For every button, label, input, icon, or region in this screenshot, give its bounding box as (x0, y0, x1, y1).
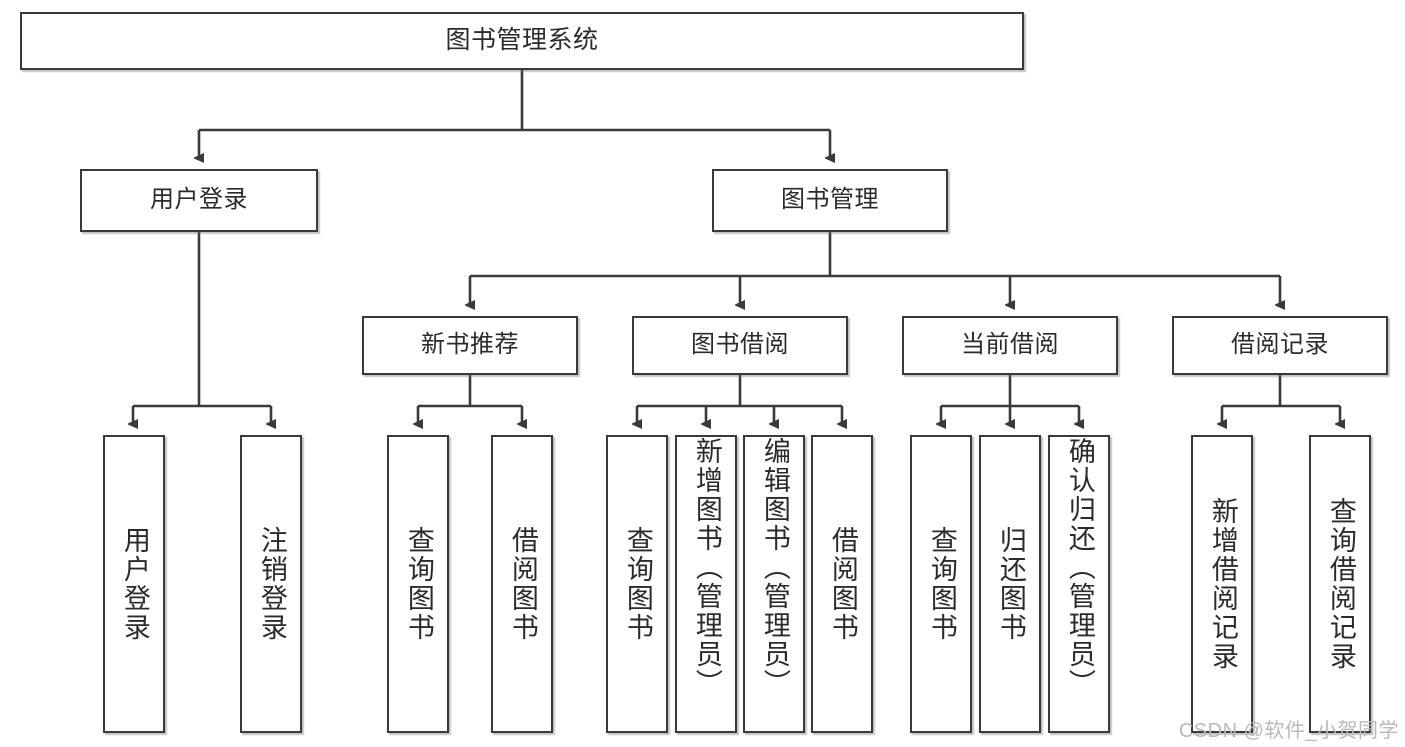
leaf-query-books-borrow[interactable]: 查询图书 (606, 435, 668, 733)
node-new-book-recommendation[interactable]: 新书推荐 (362, 316, 578, 375)
leaf-return-books[interactable]: 归还图书 (979, 435, 1041, 733)
node-book-borrowing[interactable]: 图书借阅 (632, 316, 848, 375)
node-label: 用户登录 (150, 186, 248, 214)
leaf-add-borrow-record[interactable]: 新增借阅记录 (1191, 435, 1253, 733)
node-label: 查询图书 (403, 526, 434, 642)
node-label: 新增图书（管理员） (691, 437, 722, 698)
node-label: 图书管理系统 (445, 26, 599, 55)
node-label: 借阅图书 (827, 526, 858, 642)
node-label: 当前借阅 (961, 331, 1059, 359)
leaf-query-books-new[interactable]: 查询图书 (387, 435, 449, 733)
node-label: 图书借阅 (691, 331, 789, 359)
node-root-book-management-system[interactable]: 图书管理系统 (20, 12, 1024, 70)
node-label: 归还图书 (995, 526, 1026, 642)
node-label: 用户登录 (119, 526, 150, 642)
node-current-borrowing[interactable]: 当前借阅 (902, 316, 1118, 375)
leaf-add-book-admin[interactable]: 新增图书（管理员） (675, 435, 737, 733)
leaf-user-login[interactable]: 用户登录 (103, 435, 165, 733)
node-label: 编辑图书（管理员） (759, 437, 790, 698)
node-book-management[interactable]: 图书管理 (712, 169, 948, 232)
leaf-edit-book-admin[interactable]: 编辑图书（管理员） (743, 435, 805, 733)
leaf-borrow-books-new[interactable]: 借阅图书 (491, 435, 553, 733)
leaf-query-books-current[interactable]: 查询图书 (910, 435, 972, 733)
node-label: 新增借阅记录 (1207, 497, 1238, 671)
node-label: 确认归还（管理员） (1064, 437, 1095, 698)
node-label: 查询图书 (926, 526, 957, 642)
leaf-borrow-books[interactable]: 借阅图书 (811, 435, 873, 733)
node-label: 查询图书 (622, 526, 653, 642)
node-label: 注销登录 (256, 526, 287, 642)
leaf-logout[interactable]: 注销登录 (240, 435, 302, 733)
node-label: 借阅记录 (1231, 331, 1329, 359)
node-label: 新书推荐 (421, 331, 519, 359)
node-label: 借阅图书 (507, 526, 538, 642)
node-label: 查询借阅记录 (1325, 497, 1356, 671)
node-label: 图书管理 (781, 186, 879, 214)
leaf-query-borrow-record[interactable]: 查询借阅记录 (1309, 435, 1371, 733)
node-user-login[interactable]: 用户登录 (80, 169, 318, 232)
leaf-confirm-return-admin[interactable]: 确认归还（管理员） (1048, 435, 1110, 733)
node-borrow-records[interactable]: 借阅记录 (1172, 316, 1388, 375)
